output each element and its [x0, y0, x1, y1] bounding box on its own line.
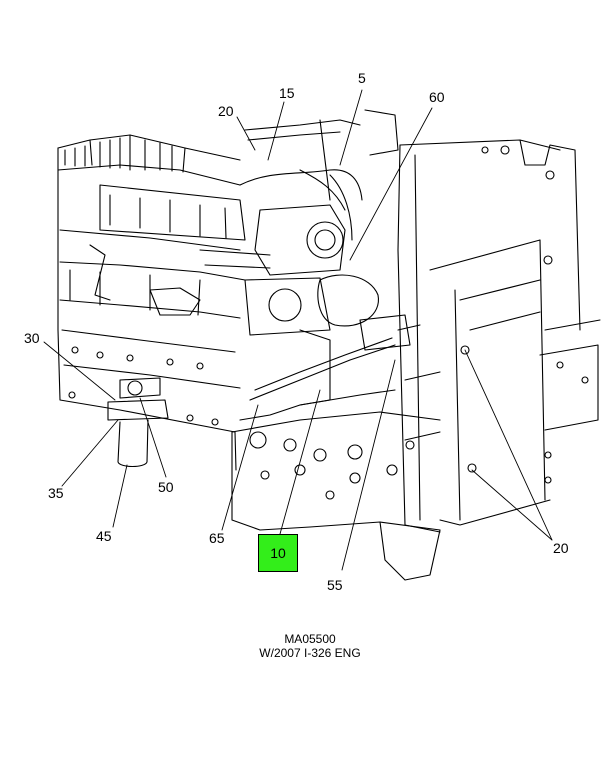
callout-55: 55 [327, 577, 343, 593]
diagram-description: W/2007 I-326 ENG [259, 646, 361, 660]
filter-assembly [107, 377, 169, 468]
callout-5: 5 [358, 70, 366, 86]
callout-50: 50 [158, 479, 174, 495]
callout-60: 60 [429, 89, 445, 105]
turbo-and-piping [199, 109, 399, 336]
callout-10: 10 [270, 545, 286, 561]
callout-35: 35 [48, 485, 64, 501]
lower-bracket-plate [231, 411, 441, 581]
callout-30: 30 [24, 330, 40, 346]
radiator-frame [397, 139, 601, 533]
callout-20-top: 20 [218, 103, 234, 119]
pulley-bracket [239, 274, 411, 421]
callout-15: 15 [279, 85, 295, 101]
diagram-code: MA05500 [284, 632, 336, 646]
callout-65: 65 [209, 530, 225, 546]
leader-lines [43, 89, 553, 571]
engine-block [57, 134, 246, 471]
callout-45: 45 [96, 528, 112, 544]
callout-20-right: 20 [553, 540, 569, 556]
highlighted-part-10[interactable]: 10 [258, 534, 298, 572]
